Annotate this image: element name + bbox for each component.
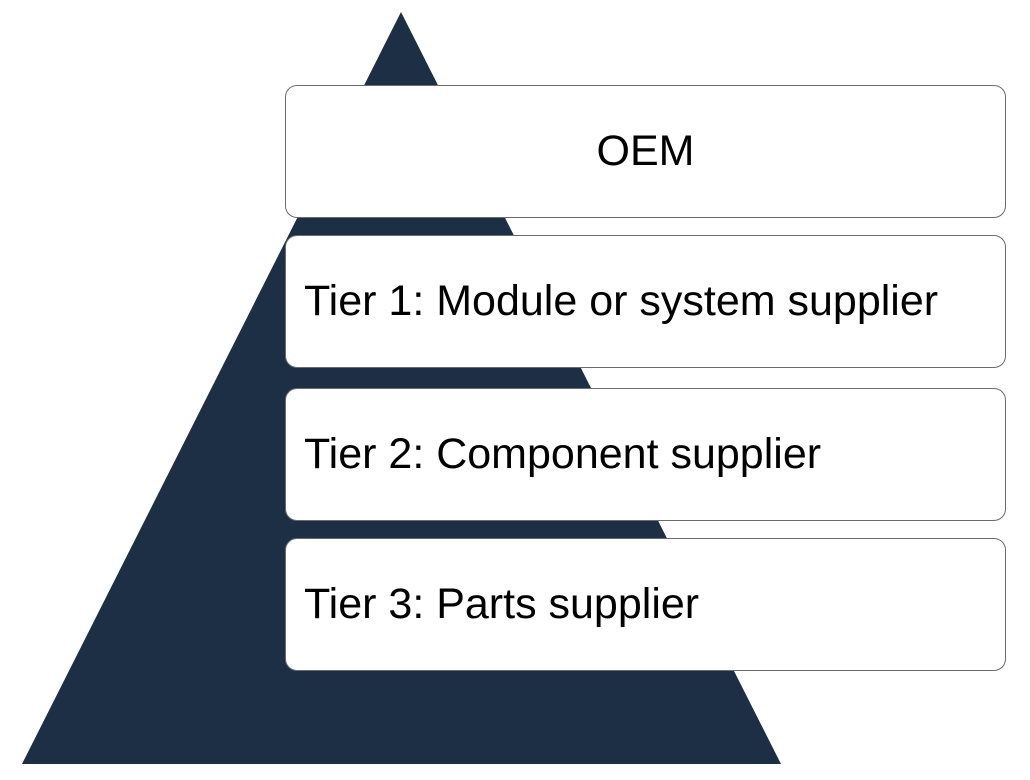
level-tier-2-label: Tier 2: Component supplier xyxy=(304,430,822,478)
level-oem-label: OEM xyxy=(596,127,695,175)
level-tier-3-label: Tier 3: Parts supplier xyxy=(304,580,700,628)
level-tier-2: Tier 2: Component supplier xyxy=(285,388,1006,521)
level-tier-1: Tier 1: Module or system supplier xyxy=(285,235,1006,368)
level-oem: OEM xyxy=(285,85,1006,218)
level-tier-1-label: Tier 1: Module or system supplier xyxy=(304,277,939,325)
level-tier-3: Tier 3: Parts supplier xyxy=(285,538,1006,671)
